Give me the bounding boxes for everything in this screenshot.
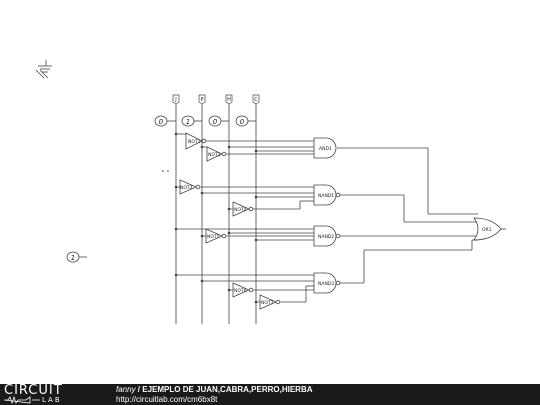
svg-text:NOT4: NOT4 xyxy=(234,207,247,213)
svg-text:NAND2: NAND2 xyxy=(318,234,334,240)
svg-text:NOT2: NOT2 xyxy=(208,152,221,158)
input-toggle-j[interactable]: 0 xyxy=(154,115,168,127)
svg-text:NAND1: NAND1 xyxy=(318,193,334,199)
not4-gate[interactable]: NOT4 xyxy=(232,201,254,217)
not1-gate[interactable]: NOT1 xyxy=(185,132,207,150)
not2-gate[interactable]: NOT2 xyxy=(206,146,227,162)
and1-wiring xyxy=(176,133,478,215)
input-toggle-h[interactable]: 0 xyxy=(208,115,222,127)
nand1-wiring xyxy=(176,186,478,223)
and1-gate[interactable]: AND1 xyxy=(313,137,337,159)
input-label-h: H xyxy=(225,94,233,105)
not5-gate[interactable]: NOT5 xyxy=(205,228,227,244)
input-toggle-p[interactable]: 1 xyxy=(181,115,195,127)
logo-bottom-text: LAB xyxy=(42,396,62,404)
nand3-gate[interactable]: NAND3 xyxy=(313,272,341,294)
svg-text:0: 0 xyxy=(159,118,164,126)
svg-text:NOT7: NOT7 xyxy=(261,300,274,306)
waveform-icon xyxy=(4,396,40,404)
or1-gate[interactable]: OR1 xyxy=(473,217,502,241)
svg-text:P: P xyxy=(200,97,203,103)
svg-text:OR1: OR1 xyxy=(482,227,492,233)
svg-text:NAND3: NAND3 xyxy=(318,281,334,287)
input-label-c: C xyxy=(252,94,260,105)
svg-text:H: H xyxy=(227,97,231,103)
svg-text:0: 0 xyxy=(240,118,245,126)
svg-text:NOT6: NOT6 xyxy=(234,288,247,294)
not7-gate[interactable]: NOT7 xyxy=(259,294,281,310)
svg-text:1: 1 xyxy=(186,118,190,126)
nand2-gate[interactable]: NAND2 xyxy=(313,225,341,247)
circuitlab-logo[interactable]: CIRCUIT LAB xyxy=(4,384,94,405)
author-link[interactable]: fanny xyxy=(116,385,136,394)
input-label-j: J xyxy=(172,94,180,105)
input-label-p: P xyxy=(198,94,206,105)
svg-text:AND1: AND1 xyxy=(319,146,332,152)
footer-bar: CIRCUIT LAB fanny / EJEMPLO DE JUAN,CABR… xyxy=(0,384,540,405)
svg-text:NOT3: NOT3 xyxy=(180,185,193,191)
not3-gate[interactable]: NOT3 xyxy=(179,179,201,195)
svg-text:NOT5: NOT5 xyxy=(207,234,220,240)
nand2-wiring xyxy=(176,228,478,241)
svg-text:0: 0 xyxy=(213,118,218,126)
ground-icon xyxy=(35,60,52,79)
title-separator: / xyxy=(135,385,143,394)
circuit-title: EJEMPLO DE JUAN,CABRA,PERRO,HIERBA xyxy=(142,385,313,394)
circuit-url[interactable]: http://circuitlab.com/cm6bx8t xyxy=(116,395,218,404)
junctions xyxy=(162,132,258,304)
svg-text:C: C xyxy=(254,97,258,103)
circuit-title-line: fanny / EJEMPLO DE JUAN,CABRA,PERRO,HIER… xyxy=(116,385,313,394)
constant-source[interactable]: 1 xyxy=(66,251,80,263)
svg-text:1: 1 xyxy=(71,254,75,262)
input-toggle-c[interactable]: 0 xyxy=(235,115,249,127)
logo-top-text: CIRCUIT xyxy=(4,383,63,398)
circuit-canvas: J P H C 0 1 0 0 xyxy=(35,60,506,324)
not6-gate[interactable]: NOT6 xyxy=(232,282,254,298)
svg-text:NOT1: NOT1 xyxy=(188,139,201,145)
nand1-gate[interactable]: NAND1 xyxy=(313,184,341,206)
svg-text:J: J xyxy=(174,97,176,103)
